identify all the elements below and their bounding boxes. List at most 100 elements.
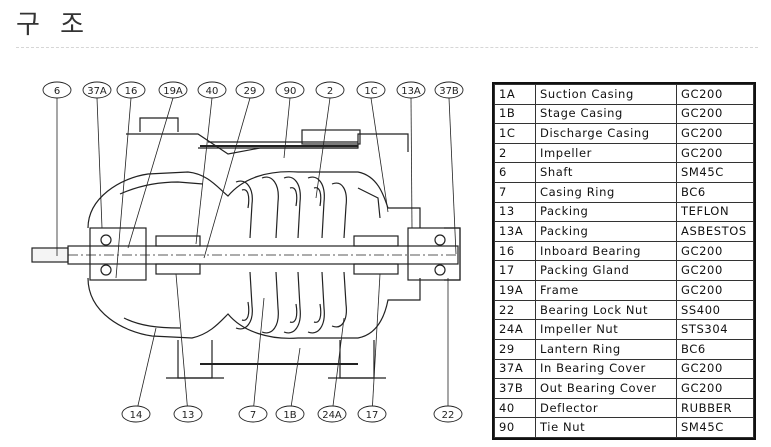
part-name-cell: Discharge Casing — [535, 123, 677, 144]
part-name-cell: Stage Casing — [535, 103, 677, 125]
callout-bubble — [173, 405, 203, 423]
pump-body — [31, 117, 461, 379]
part-material-cell: GC200 — [676, 378, 754, 399]
callout-label: 24A — [322, 410, 342, 421]
part-material-cell: RUBBER — [676, 397, 754, 419]
part-number-cell: 40 — [494, 397, 536, 419]
callout-label: 13A — [401, 86, 421, 97]
part-material-cell: STS304 — [676, 319, 754, 340]
callout-bubble — [396, 81, 426, 99]
callouts-bottom: 14 13 7 1B 24A 17 22 — [121, 405, 463, 423]
callout-bubble — [158, 81, 188, 99]
part-material-cell: GC200 — [676, 123, 754, 144]
part-number-cell: 90 — [494, 417, 536, 438]
callout-label: 7 — [250, 410, 256, 421]
part-number-cell: 13 — [494, 201, 536, 223]
callout-bubble — [275, 405, 305, 423]
part-number-cell: 37A — [494, 358, 536, 380]
part-number-cell: 37B — [494, 378, 536, 399]
part-name-cell: Deflector — [535, 397, 677, 419]
part-material-cell: GC200 — [676, 103, 754, 125]
part-material-cell: TEFLON — [676, 201, 754, 223]
callout-bubble — [434, 81, 464, 99]
part-name-cell: Packing — [535, 221, 677, 242]
part-number-cell: 22 — [494, 299, 536, 321]
callout-bubble — [238, 405, 268, 423]
callout-bubble — [357, 405, 387, 423]
callout-bubble — [121, 405, 151, 423]
callout-label: 1C — [364, 86, 377, 97]
part-name-cell: Impeller — [535, 142, 677, 164]
callout-label: 17 — [366, 410, 379, 421]
title-divider — [16, 47, 758, 48]
part-name-cell: Packing — [535, 201, 677, 223]
callout-label: 37B — [439, 86, 459, 97]
part-number-cell: 1C — [494, 123, 536, 144]
part-number-cell: 16 — [494, 240, 536, 262]
callout-bubble — [275, 81, 305, 99]
callout-label: 2 — [327, 86, 333, 97]
part-name-cell: Impeller Nut — [535, 319, 677, 340]
callout-label: 14 — [130, 410, 143, 421]
part-material-cell: GC200 — [676, 260, 754, 282]
part-number-cell: 13A — [494, 221, 536, 242]
part-number-cell: 1A — [494, 84, 536, 105]
part-material-cell: GC200 — [676, 358, 754, 380]
part-number-cell: 6 — [494, 162, 536, 184]
part-name-cell: Frame — [535, 280, 677, 301]
part-material-cell: ASBESTOS — [676, 221, 754, 242]
part-name-cell: In Bearing Cover — [535, 358, 677, 380]
part-number-cell: 19A — [494, 280, 536, 301]
part-name-cell: Packing Gland — [535, 260, 677, 282]
callout-label: 22 — [442, 410, 455, 421]
part-name-cell: Tie Nut — [535, 417, 677, 438]
part-name-cell: Out Bearing Cover — [535, 378, 677, 399]
callout-label: 13 — [182, 410, 195, 421]
part-number-cell: 2 — [494, 142, 536, 164]
callout-label: 37A — [87, 86, 107, 97]
part-number-cell: 1B — [494, 103, 536, 125]
part-material-cell: GC200 — [676, 240, 754, 262]
part-material-cell: GC200 — [676, 142, 754, 164]
callout-bubble — [197, 81, 227, 99]
callout-bubble — [235, 81, 265, 99]
callout-bubble — [82, 81, 112, 99]
part-number-cell: 17 — [494, 260, 536, 282]
page-title: 구 조 — [16, 10, 91, 40]
leader-lines — [56, 97, 457, 415]
part-material-cell: GC200 — [676, 280, 754, 301]
callout-label: 16 — [125, 86, 138, 97]
callout-label: 1B — [283, 410, 296, 421]
part-material-cell: SM45C — [676, 417, 754, 438]
callout-label: 29 — [244, 86, 257, 97]
part-name-cell: Casing Ring — [535, 182, 677, 203]
callout-label: 40 — [206, 86, 219, 97]
part-material-cell: BC6 — [676, 338, 754, 360]
callout-bubble — [116, 81, 146, 99]
part-material-cell: SM45C — [676, 162, 754, 184]
callout-label: 90 — [284, 86, 297, 97]
part-number-cell: 29 — [494, 338, 536, 360]
callout-bubble — [356, 81, 386, 99]
callout-label: 19A — [163, 86, 183, 97]
